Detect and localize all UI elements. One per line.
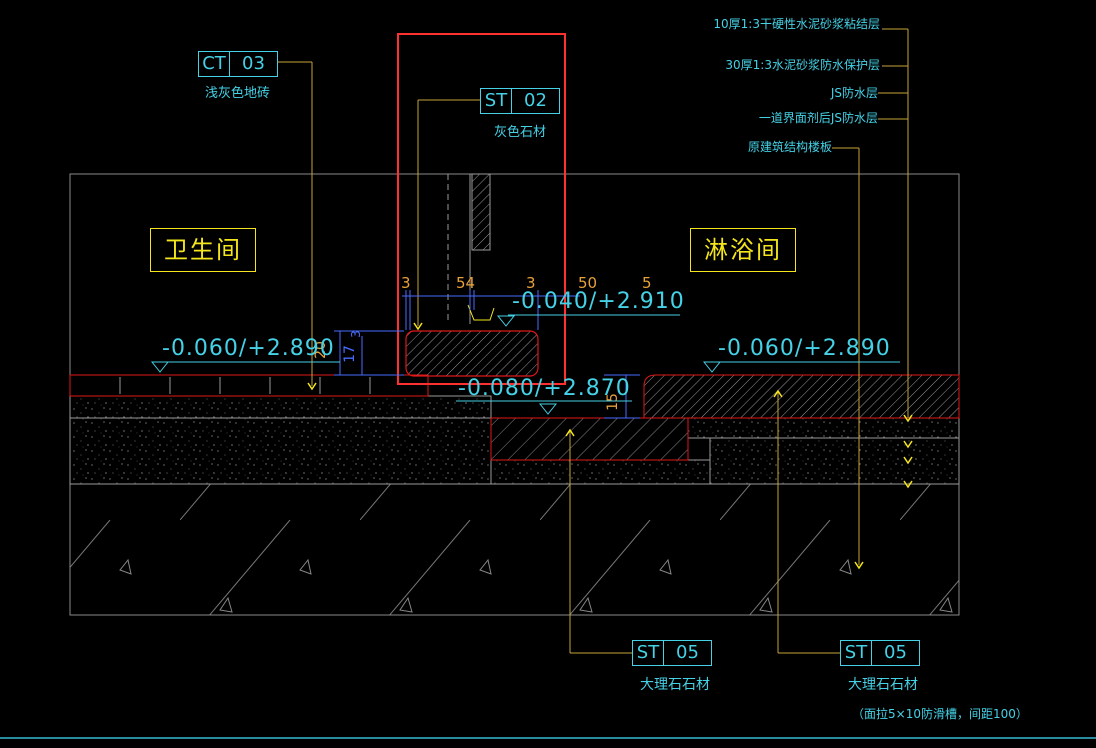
tag-st05-left-code: ST <box>633 641 664 665</box>
mortar-layer-left <box>69 417 492 485</box>
room-label-bathroom: 卫生间 <box>150 228 256 272</box>
tile-joints <box>119 377 371 394</box>
dimension-text-1: 3 <box>401 274 411 292</box>
tag-st05-left-number: 05 <box>676 642 699 663</box>
layer-leader-lines <box>277 28 909 654</box>
layer-label-3: JS防水层 <box>830 86 878 100</box>
threshold-stone <box>405 330 539 377</box>
tag-ct03-desc: 浅灰色地砖 <box>205 86 271 101</box>
left-floor-tiles <box>69 374 429 397</box>
dimension-text-4: 50 <box>578 274 598 292</box>
dimension-text-v3: 3 <box>348 330 363 338</box>
elevation-left: -0.060/+2.890 <box>162 336 335 361</box>
tag-ct03-code: CT <box>199 52 230 76</box>
dimension-text-2: 54 <box>456 274 476 292</box>
tag-st05-right-number: 05 <box>884 642 907 663</box>
elevation-recess: -0.080/+2.870 <box>458 376 631 401</box>
dimension-lines <box>334 290 640 419</box>
tag-ct03: CT 03 <box>198 51 278 77</box>
elevation-right: -0.060/+2.890 <box>718 336 891 361</box>
tag-ct03-number: 03 <box>242 53 265 74</box>
tag-st02: ST 02 <box>480 88 560 114</box>
leader-arrows <box>307 322 913 570</box>
glass-partition <box>447 173 495 324</box>
layer-label-2: 30厚1:3水泥砂浆防水保护层 <box>725 58 880 72</box>
layer-label-4: 一道界面剂后JS防水层 <box>758 111 878 125</box>
layer-label-1: 10厚1:3干硬性水泥砂浆粘结层 <box>713 17 880 31</box>
tag-st05-right-code: ST <box>841 641 872 665</box>
layer-label-5: 原建筑结构楼板 <box>747 140 832 154</box>
tag-st02-desc: 灰色石材 <box>494 125 547 140</box>
dimension-text-v2: 17 <box>341 345 358 363</box>
right-marble-floor <box>643 374 960 419</box>
room-label-shower: 淋浴间 <box>690 228 796 272</box>
dimension-text-5: 5 <box>642 274 652 292</box>
tag-st05-left: ST 05 <box>632 640 712 666</box>
highlight-box <box>397 33 566 385</box>
tag-st02-code: ST <box>481 89 512 113</box>
anti-slip-note: （面拉5×10防滑槽，间距100） <box>852 707 1028 721</box>
elevation-threshold: -0.040/+2.910 <box>512 289 685 314</box>
tag-st02-number: 02 <box>524 90 547 111</box>
tag-st05-right: ST 05 <box>840 640 920 666</box>
tag-st05-left-desc: 大理石石材 <box>640 677 710 693</box>
recess-marble <box>490 417 689 461</box>
elevation-markers <box>150 314 900 415</box>
tag-st05-right-desc: 大理石石材 <box>848 677 918 693</box>
dimension-text-3: 3 <box>526 274 536 292</box>
